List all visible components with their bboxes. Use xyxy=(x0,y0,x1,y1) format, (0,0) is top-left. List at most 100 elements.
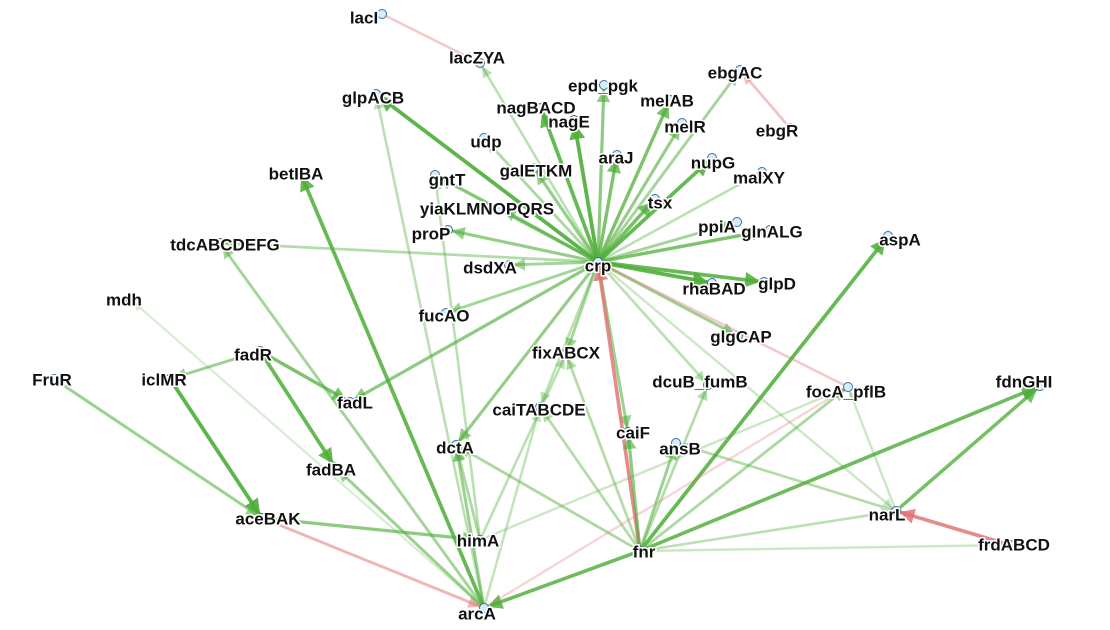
edge-frdABCD-to-narL xyxy=(898,509,1012,547)
node-label-nupG: nupG xyxy=(691,154,735,173)
node-dot-caiTABCDE xyxy=(535,402,545,412)
node-dot-glgCAP xyxy=(733,331,743,341)
node-label-fdnGHI: fdnGHI xyxy=(996,373,1053,392)
edge-crp-to-proP xyxy=(451,227,600,264)
edge-ebgR-to-ebgAC xyxy=(741,72,792,130)
node-himA: himA xyxy=(455,530,501,552)
node-label-arcA: arcA xyxy=(458,605,496,624)
edge-layer xyxy=(52,12,1038,610)
node-fixABCX: fixABCX xyxy=(530,342,602,364)
node-label-fixABCX: fixABCX xyxy=(532,344,601,363)
node-dot-fadR xyxy=(255,346,265,356)
node-glgCAP: glgCAP xyxy=(709,326,773,348)
node-label-glnALG: glnALG xyxy=(741,223,802,242)
node-dot-iclMR xyxy=(165,374,175,384)
node-label-aspA: aspA xyxy=(879,231,921,250)
node-dot-malXY xyxy=(757,167,767,177)
node-label-crp: crp xyxy=(585,257,611,276)
edge-aceBAK-to-arcA xyxy=(260,516,481,608)
node-dot-narL xyxy=(891,506,901,516)
node-dot-nupG xyxy=(707,153,717,163)
edge-fnr-to-caiF xyxy=(623,435,642,553)
edge-narL-to-ansB xyxy=(679,442,898,513)
node-label-ppiA: ppiA xyxy=(698,218,736,237)
node-dot-aceBAK xyxy=(257,513,267,523)
node-dot-fixABCX xyxy=(561,349,571,359)
node-label-fucAO: fucAO xyxy=(419,307,470,326)
node-fnr: fnr xyxy=(631,541,657,563)
node-dot-fucAO xyxy=(441,308,451,318)
node-label-epd_pgk: epd_pgk xyxy=(568,77,638,96)
node-dot-FruR xyxy=(49,374,59,384)
node-aceBAK: aceBAK xyxy=(234,508,303,530)
edge-crp-to-dsdXA xyxy=(512,258,600,271)
node-frdABCD: frdABCD xyxy=(977,534,1052,556)
node-caiTABCDE: caiTABCDE xyxy=(491,399,587,421)
node-label-ebgR: ebgR xyxy=(756,122,799,141)
node-label-fadL: fadL xyxy=(337,394,373,413)
node-dot-caiF xyxy=(623,427,633,437)
edge-crp-to-ebgAC xyxy=(596,72,739,264)
node-fdnGHI: fdnGHI xyxy=(994,371,1054,393)
node-label-glgCAP: glgCAP xyxy=(710,328,771,347)
edge-fnr-to-focA_pflB xyxy=(638,388,846,553)
edge-fadR-to-fadBA xyxy=(258,349,335,465)
edge-fadR-to-iclMR xyxy=(173,349,262,381)
node-label-lacZYA: lacZYA xyxy=(449,49,505,68)
edge-crp-to-melAB xyxy=(596,102,670,264)
node-label-frdABCD: frdABCD xyxy=(978,536,1050,555)
edge-crp-to-malXY xyxy=(596,173,759,264)
edge-crp-to-dcuB_fumB xyxy=(596,260,707,383)
node-ansB: ansB xyxy=(658,438,702,460)
node-melR: melR xyxy=(663,116,708,138)
node-dot-glpACB xyxy=(371,89,381,99)
node-label-udp: udp xyxy=(470,133,501,152)
node-label-himA: himA xyxy=(457,532,500,551)
node-rhaBAD: rhaBAD xyxy=(681,278,747,300)
node-label-glpD: glpD xyxy=(758,275,796,294)
node-dot-nagE xyxy=(569,115,579,125)
node-dot-dsdXA xyxy=(504,260,514,270)
node-dot-betIBA xyxy=(295,167,305,177)
node-fadBA: fadBA xyxy=(304,459,357,481)
edge-crp-to-dctA xyxy=(457,260,600,443)
edge-fnr-to-ansB xyxy=(638,446,677,553)
node-dot-ebgAC xyxy=(735,65,745,75)
node-focA_pflB: focA_pflB xyxy=(804,381,887,403)
edge-crp-to-lacZYA xyxy=(481,66,600,264)
node-label-narL: narL xyxy=(869,506,906,525)
edge-crp-to-ppiA xyxy=(596,220,734,264)
node-betIBA: betIBA xyxy=(267,163,325,185)
node-lacZYA: lacZYA xyxy=(447,47,506,69)
node-dot-ppiA xyxy=(732,217,742,227)
node-label-malXY: malXY xyxy=(733,169,786,188)
edge-arcA-to-fadBA xyxy=(337,468,486,610)
node-dot-nagBACD xyxy=(536,103,546,113)
node-malXY: malXY xyxy=(732,167,787,189)
node-label-dsdXA: dsdXA xyxy=(463,259,517,278)
node-label-rhaBAD: rhaBAD xyxy=(682,280,745,299)
edge-arcA-to-dctA xyxy=(452,448,486,610)
node-dot-frdABCD xyxy=(1005,540,1015,550)
edge-himA-to-gntT xyxy=(431,178,482,542)
node-dot-fnr xyxy=(635,546,645,556)
node-dot-mdh xyxy=(125,294,135,304)
edge-crp-to-tsx xyxy=(596,200,654,264)
node-label-lacI: lacI xyxy=(350,9,378,28)
node-label-melAB: melAB xyxy=(640,92,694,111)
node-udp: udp xyxy=(469,131,503,153)
edge-crp-to-yiaKLMNOPQRS xyxy=(502,208,600,264)
node-nagBACD: nagBACD xyxy=(495,97,577,119)
node-epd_pgk: epd_pgk xyxy=(567,75,640,97)
node-dot-proP xyxy=(443,225,453,235)
edge-arcA-to-tdcABCDEFG xyxy=(221,245,486,610)
node-ppiA: ppiA xyxy=(697,216,742,238)
node-ebgAC: ebgAC xyxy=(706,62,764,84)
edge-crp-to-glpD xyxy=(596,260,761,288)
edge-crp-to-glnALG xyxy=(596,226,767,264)
edge-fnr-to-fdnGHI xyxy=(638,386,1038,553)
node-galETKM: galETKM xyxy=(498,160,574,182)
node-label-galETKM: galETKM xyxy=(500,162,573,181)
edge-iclMR-to-aceBAK xyxy=(168,377,262,516)
